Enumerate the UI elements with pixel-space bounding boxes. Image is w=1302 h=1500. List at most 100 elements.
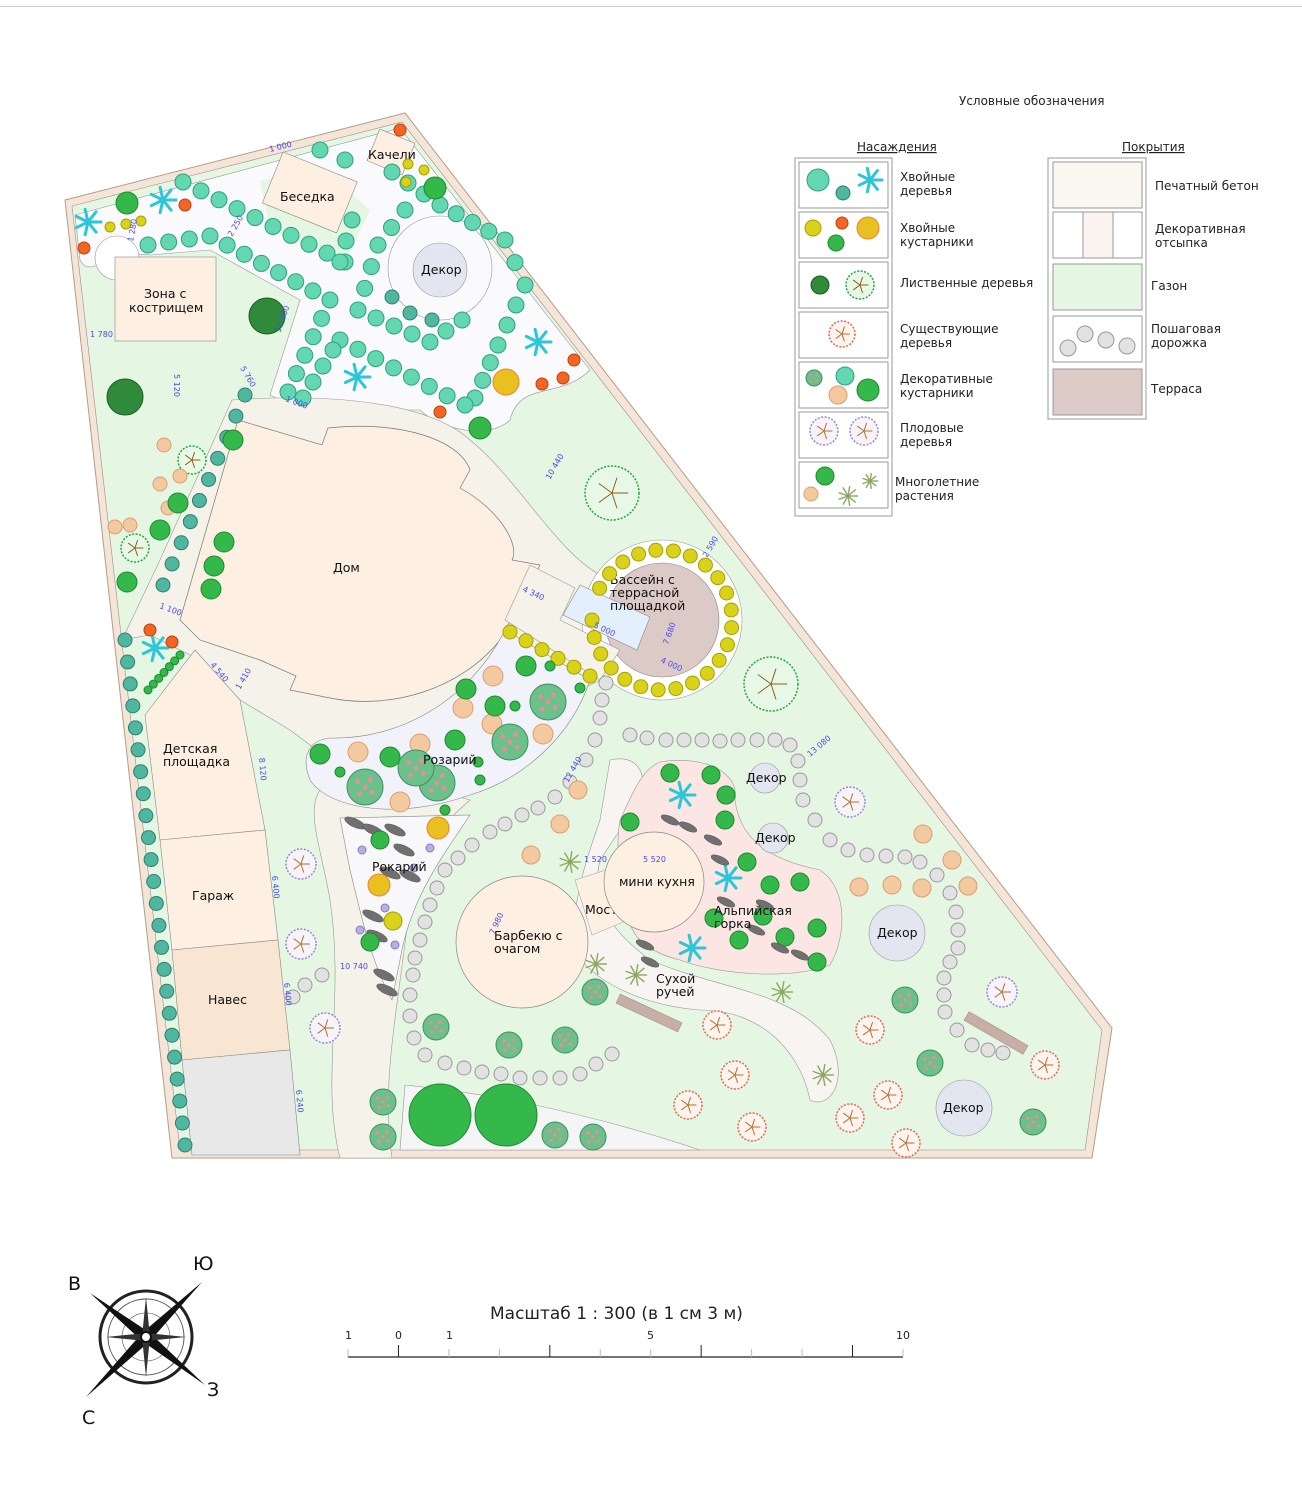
- grass-blade: [635, 974, 639, 986]
- conifer-tree-icon: [140, 830, 156, 846]
- deco-shrub-icon: [472, 756, 484, 768]
- stepping-stone: [482, 824, 498, 840]
- tree-branch: [191, 459, 196, 469]
- deco-shrub-icon: [737, 852, 757, 872]
- tree-branch: [300, 935, 305, 945]
- rose-bloom: [513, 732, 518, 738]
- deco-shrub-icon: [115, 191, 139, 215]
- legend-conifer-trees-l1: Хвойные: [900, 170, 955, 184]
- dimension-label: 6 400: [270, 875, 281, 899]
- conifer-shrub-icon: [135, 215, 147, 227]
- dimension-label: 6 240: [294, 1089, 305, 1113]
- alpine-label-2: горка: [714, 916, 751, 931]
- tree-branch: [994, 986, 1003, 993]
- rose-bloom: [429, 787, 434, 793]
- conifer-shrub-icon: [567, 353, 581, 367]
- conifer-shrub-icon: [550, 650, 566, 666]
- conifer-shrub-icon: [178, 198, 192, 212]
- conifer-shrub-icon: [719, 637, 735, 653]
- scale-ticks: [347, 1345, 904, 1357]
- conifer-tree-icon: [324, 341, 342, 359]
- dimension-label: 10 740: [340, 962, 368, 971]
- star-branch: [150, 646, 157, 663]
- grass-blade: [812, 1074, 824, 1080]
- deco-shrub-icon: [521, 845, 541, 865]
- conifer-shrub-icon: [492, 368, 520, 396]
- conifer-shrub-icon: [648, 542, 664, 558]
- rock-stone: [755, 899, 775, 911]
- compass-west-label: З: [207, 1379, 219, 1401]
- conifer-tree-icon: [474, 371, 492, 389]
- legend-stepping-path-l2: дорожка: [1151, 336, 1207, 350]
- star-branch: [524, 334, 540, 344]
- stepping-stone: [464, 837, 480, 853]
- grass-blade: [569, 861, 579, 870]
- stepping-stone: [792, 772, 808, 788]
- legend-surfaces-frame: [1047, 157, 1147, 420]
- deco-shrub-icon: [815, 466, 835, 486]
- grass-blade: [625, 970, 637, 976]
- tree-branch: [905, 1134, 910, 1144]
- gazebo-label: Беседка: [280, 189, 335, 204]
- conifer-tree-icon: [835, 366, 855, 386]
- tree-branch: [134, 547, 139, 557]
- grass-blade: [812, 1070, 824, 1076]
- grass-blade: [862, 480, 871, 485]
- deco-shrub-icon: [775, 927, 795, 947]
- rock-stone: [384, 823, 406, 837]
- scale-tick-label: 0: [395, 1329, 402, 1342]
- conifer-tree-icon: [210, 450, 226, 466]
- rockery: [339, 814, 471, 1001]
- grass-blade: [781, 991, 791, 1000]
- rose-bloom: [595, 1130, 599, 1134]
- conifer-tree-icon: [164, 1027, 180, 1043]
- rose-bloom: [440, 773, 445, 779]
- star-branch: [690, 946, 702, 960]
- conifer-star-tree-icon: [74, 207, 103, 237]
- rose-bloom: [586, 1131, 590, 1135]
- conifer-shrub-icon: [502, 624, 518, 640]
- playground-label-2: площадка: [163, 754, 230, 769]
- conifer-tree-icon: [300, 235, 318, 253]
- stepping-stone: [950, 922, 966, 938]
- conifer-tree-icon: [146, 874, 162, 890]
- pool-basin: [562, 584, 651, 651]
- grass-blade: [585, 959, 597, 965]
- rose-bloom: [355, 779, 361, 784]
- stepping-stone: [497, 816, 513, 832]
- grass-blade: [569, 851, 573, 863]
- perennial-grass-icon: [812, 1064, 834, 1086]
- tree-branch: [709, 1024, 718, 1031]
- scale-bar: Масштаб 1 : 300 (в 1 см 3 м) 1 0 1 5 10: [345, 1304, 910, 1358]
- legend-deco-gravel-l1: Декоративная: [1155, 222, 1246, 236]
- tree-branch: [716, 1016, 721, 1026]
- bbq-area: [455, 875, 589, 1009]
- deco-shrub-icon: [849, 877, 869, 897]
- mini-kitchen: [603, 831, 705, 933]
- stepping-stone: [587, 732, 603, 748]
- star-branch: [680, 793, 692, 807]
- conifer-shrub-icon: [724, 620, 740, 636]
- bench: [615, 993, 683, 1033]
- legend-deco-shrubs-l2: кустарники: [900, 386, 974, 400]
- conifer-tree-icon: [151, 917, 167, 933]
- grass-blade: [822, 1064, 826, 1076]
- stepping-stone: [639, 730, 655, 746]
- scale-tick-label: 1: [446, 1329, 453, 1342]
- rose-bloom: [507, 739, 513, 745]
- tree-branch: [852, 284, 861, 291]
- rock-stone: [678, 821, 698, 833]
- deco-shrub-icon: [423, 176, 447, 200]
- conifer-shrub-icon: [383, 911, 403, 931]
- deco-shrub-icon: [347, 741, 369, 763]
- tree-branch: [1037, 1064, 1046, 1071]
- stepping-stone: [405, 967, 421, 983]
- conifer-shrub-icon: [856, 216, 880, 240]
- stepping-stone: [950, 940, 966, 956]
- legend-surfaces-heading: Покрытия: [1122, 140, 1185, 154]
- top-labels-layer: Розарий Рокарий Альпийская горка: [372, 752, 792, 931]
- bbq-label-2: очагом: [494, 941, 540, 956]
- tree-branch: [823, 422, 828, 432]
- rose-bloom: [512, 1047, 516, 1051]
